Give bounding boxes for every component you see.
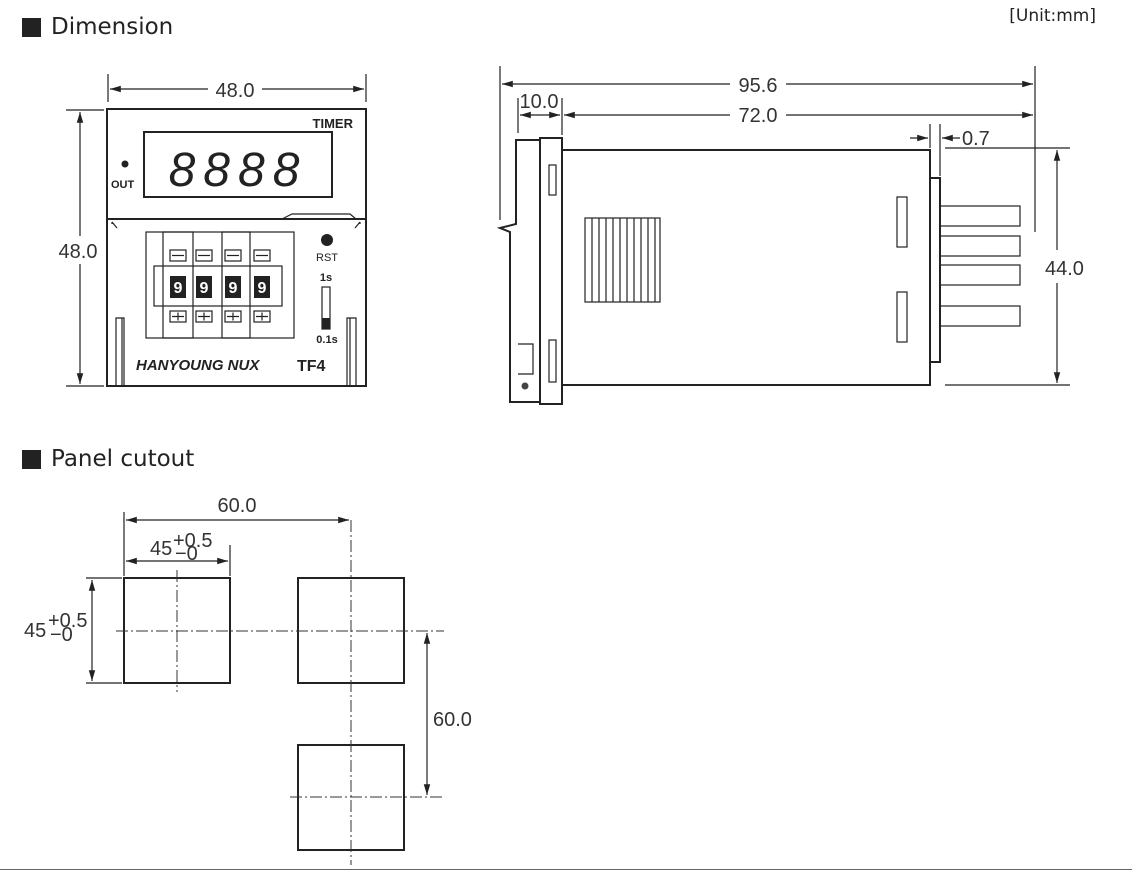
switch-digit: 9 xyxy=(174,280,183,297)
thumbwheel-block xyxy=(145,231,295,339)
display-digits: 8888 xyxy=(169,144,308,197)
section-title-panel-cutout: Panel cutout xyxy=(22,446,194,472)
total-length-label: 95.6 xyxy=(739,75,778,97)
bezel-front xyxy=(539,137,563,405)
section-title-text: Dimension xyxy=(51,14,174,40)
size-vertical-label: 45 xyxy=(24,620,46,642)
out-label: OUT xyxy=(111,179,135,191)
front-panel-outline xyxy=(106,108,367,387)
cover-corner-marks xyxy=(111,221,361,229)
unit-note: [Unit:mm] xyxy=(1009,6,1096,26)
display-window xyxy=(143,131,333,198)
vent-grille xyxy=(584,217,661,303)
switch-digit: 9 xyxy=(229,280,238,297)
brand-logo: HANYOUNG NUX xyxy=(136,357,260,374)
front-view: 48.0 48.0 TIMER OUT 8888 xyxy=(59,74,367,387)
height-label: 44.0 xyxy=(1045,258,1084,280)
out-indicator-icon xyxy=(121,160,129,168)
digit-wheel[interactable] xyxy=(225,276,241,298)
reset-button-icon[interactable] xyxy=(321,234,333,246)
tolerance-minus: −0 xyxy=(50,624,73,646)
bezel-slot xyxy=(548,339,557,383)
plus-button-icon[interactable] xyxy=(195,310,213,323)
minus-button-icon[interactable] xyxy=(195,249,213,262)
plus-button-icon[interactable] xyxy=(169,310,187,323)
front-height-label: 48.0 xyxy=(59,241,98,263)
section-title-text: Panel cutout xyxy=(51,446,195,472)
bezel-slot xyxy=(548,164,557,196)
range-high-label: 1s xyxy=(320,272,332,284)
range-low-label: 0.1s xyxy=(316,334,337,346)
thumbwheel-switches: 9 9 9 9 xyxy=(153,231,283,339)
tolerance-minus: −0 xyxy=(175,543,198,565)
plus-button-icon[interactable] xyxy=(253,310,271,323)
clip-detail xyxy=(518,343,534,375)
switch-digit: 9 xyxy=(200,280,209,297)
bullet-square-icon xyxy=(22,17,41,37)
digit-wheel[interactable] xyxy=(254,276,270,298)
minus-button-icon[interactable] xyxy=(224,249,242,262)
body-length-label: 72.0 xyxy=(739,105,778,127)
size-horizontal-label: 45 xyxy=(150,538,172,560)
panel-cutout-drawing: 60.0 45 +0.5 −0 45 +0.5 −0 60.0 xyxy=(24,495,472,865)
rear-gap-label: 0.7 xyxy=(962,128,990,150)
digit-wheel[interactable] xyxy=(170,276,186,298)
bezel-clip xyxy=(496,139,541,403)
switch-digit: 9 xyxy=(258,280,267,297)
bullet-square-icon xyxy=(22,449,41,469)
model-label: TF4 xyxy=(297,358,326,375)
side-body xyxy=(561,149,931,386)
front-depth-label: 10.0 xyxy=(520,91,559,113)
pitch-horizontal-label: 60.0 xyxy=(218,495,257,517)
section-title-dimension: Dimension xyxy=(22,14,173,40)
body-slot xyxy=(896,291,908,343)
clip-pin-icon xyxy=(521,382,529,390)
rst-label: RST xyxy=(316,252,338,264)
cover-tab xyxy=(281,213,357,220)
minus-button-icon[interactable] xyxy=(253,249,271,262)
latch-right xyxy=(346,317,357,385)
minus-button-icon[interactable] xyxy=(169,249,187,262)
front-width-label: 48.0 xyxy=(216,80,255,102)
digit-wheel[interactable] xyxy=(196,276,212,298)
socket-base xyxy=(929,177,941,363)
range-switch-knob xyxy=(322,318,330,329)
bottom-rule xyxy=(0,869,1132,870)
latch-left xyxy=(115,317,125,385)
digit-window xyxy=(153,265,283,307)
terminal-pins xyxy=(939,205,1021,327)
side-view: 95.6 10.0 72.0 0.7 44.0 xyxy=(496,66,1084,405)
timer-label: TIMER xyxy=(313,116,354,131)
body-slot xyxy=(896,196,908,248)
plus-button-icon[interactable] xyxy=(224,310,242,323)
tolerance-plus: +0.5 xyxy=(173,530,212,552)
pitch-vertical-label: 60.0 xyxy=(433,709,472,731)
tolerance-plus: +0.5 xyxy=(48,610,87,632)
